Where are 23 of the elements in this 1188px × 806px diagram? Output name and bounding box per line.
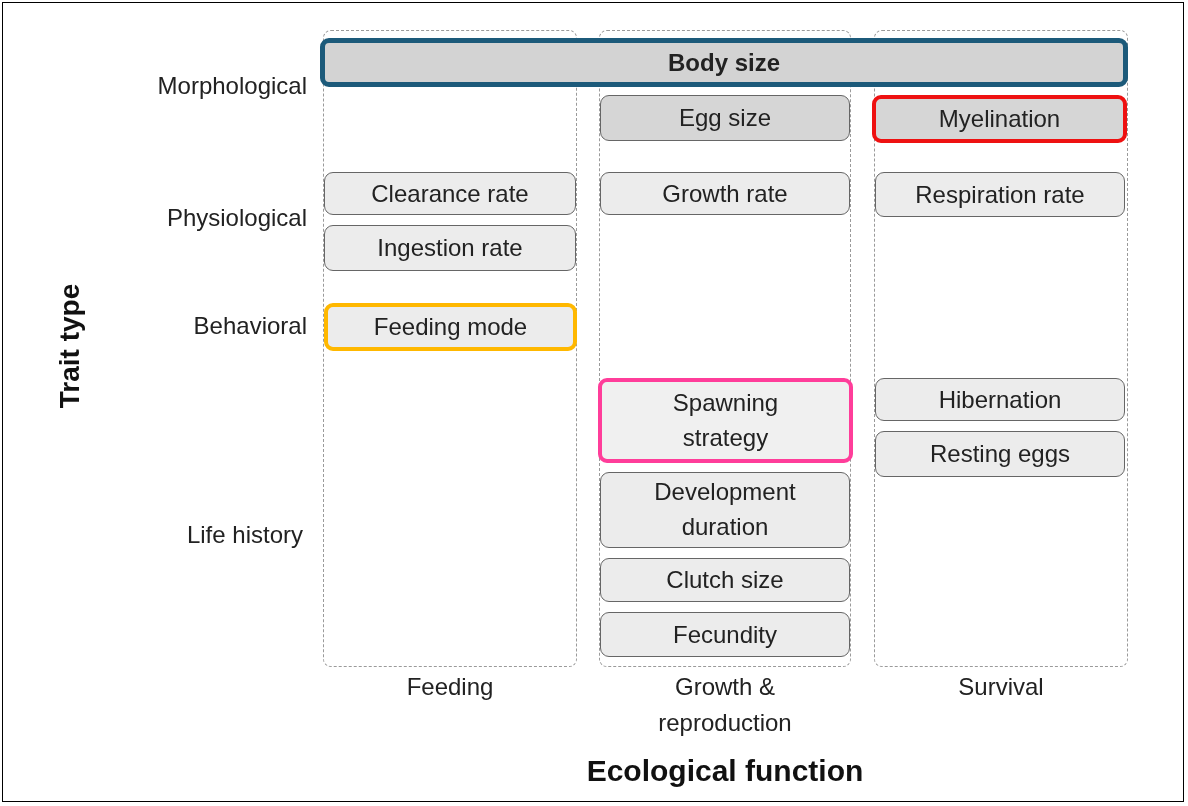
axis-title: Ecological function — [585, 754, 865, 788]
trait-box: Ingestion rate — [324, 225, 576, 271]
trait-box: Growth rate — [600, 172, 850, 215]
column-label: Survival — [957, 672, 1045, 702]
trait-box: Development duration — [600, 472, 850, 548]
trait-box: Spawning strategy — [598, 378, 853, 463]
row-label: Physiological — [165, 204, 307, 232]
trait-box: Clutch size — [600, 558, 850, 602]
trait-box: Clearance rate — [324, 172, 576, 215]
row-label: Behavioral — [192, 312, 307, 340]
trait-box: Respiration rate — [875, 172, 1125, 217]
trait-bar: Body size — [320, 38, 1128, 87]
row-label: Morphological — [156, 72, 307, 100]
trait-box: Hibernation — [875, 378, 1125, 421]
trait-box: Egg size — [600, 95, 850, 141]
axis-title: Trait type — [54, 282, 86, 411]
trait-box: Myelination — [872, 95, 1127, 143]
trait-box: Feeding mode — [324, 303, 577, 351]
trait-box: Fecundity — [600, 612, 850, 657]
column-label: Growth & reproduction — [657, 672, 793, 738]
trait-box: Resting eggs — [875, 431, 1125, 477]
row-label: Life history — [185, 521, 303, 549]
column-label: Feeding — [405, 672, 495, 702]
